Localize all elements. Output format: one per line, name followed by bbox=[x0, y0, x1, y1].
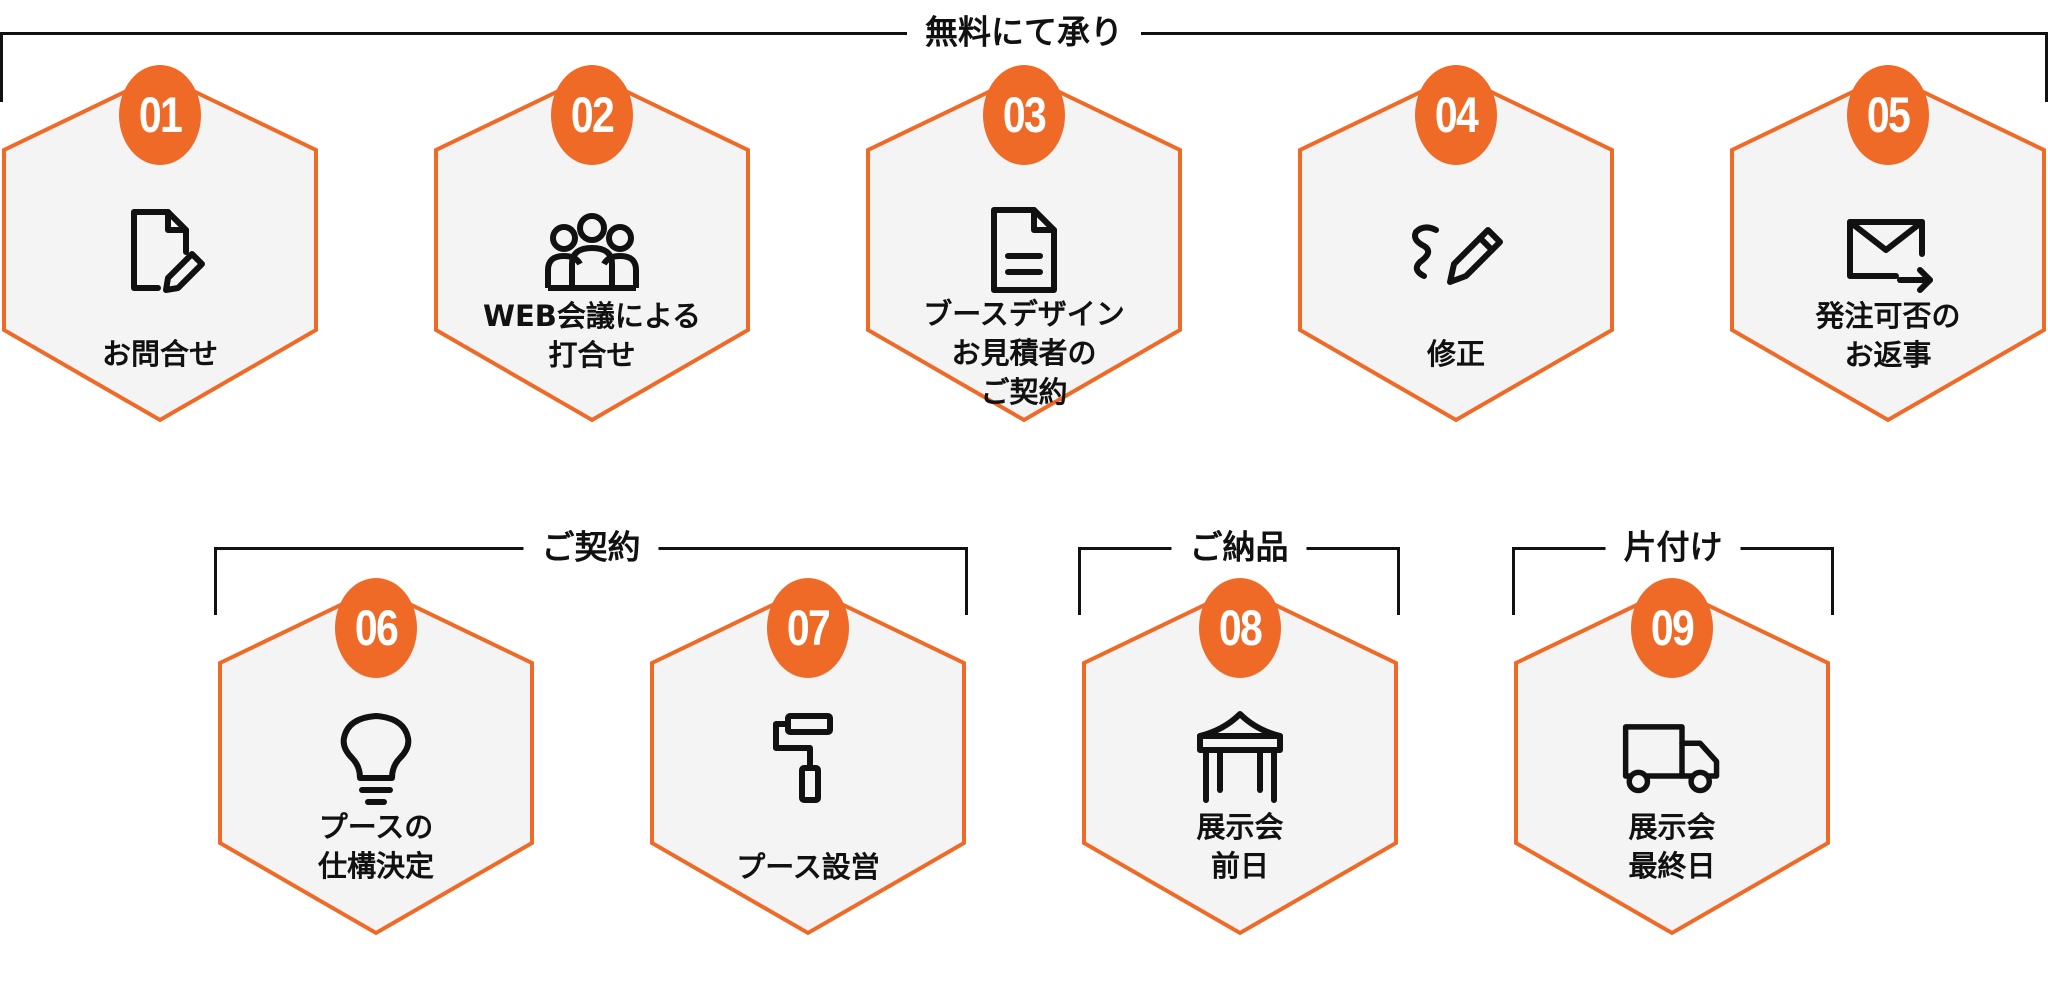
step-03: 03 ブースデザイン お見積者の ご契約 bbox=[864, 65, 1184, 425]
step-label: 修正 bbox=[1426, 337, 1485, 371]
truck-icon bbox=[1622, 706, 1722, 806]
step-label: 展示会 前日 bbox=[1196, 810, 1284, 883]
step-label: 発注可否の お返事 bbox=[1815, 299, 1961, 372]
lightbulb-icon bbox=[326, 708, 426, 808]
step-label: WEB会議による 打合せ bbox=[482, 299, 702, 372]
step-number: 02 bbox=[551, 65, 633, 165]
step-number: 08 bbox=[1199, 578, 1281, 678]
step-label: お問合せ bbox=[101, 337, 218, 371]
step-06: 06 プースの 仕構決定 bbox=[216, 578, 536, 938]
step-number: 05 bbox=[1847, 65, 1929, 165]
step-number: 04 bbox=[1415, 65, 1497, 165]
step-number: 09 bbox=[1631, 578, 1713, 678]
document-icon bbox=[974, 200, 1074, 300]
step-number: 07 bbox=[767, 578, 849, 678]
group-label-cleanup: 片付け bbox=[1605, 530, 1741, 564]
step-number: 03 bbox=[983, 65, 1065, 165]
step-number: 01 bbox=[119, 65, 201, 165]
group-label-contract: ご契約 bbox=[523, 530, 659, 564]
step-05: 05 発注可否の お返事 bbox=[1728, 65, 2048, 425]
step-02: 02 WEB会議による 打合せ bbox=[432, 65, 752, 425]
step-08: 08 展示会 前日 bbox=[1080, 578, 1400, 938]
step-09: 09 展示会 最終日 bbox=[1512, 578, 1832, 938]
step-label: プース設営 bbox=[736, 850, 880, 884]
step-number: 06 bbox=[335, 578, 417, 678]
step-label: 展示会 最終日 bbox=[1628, 810, 1716, 883]
document-edit-icon bbox=[110, 200, 210, 300]
group-label-delivery: ご納品 bbox=[1171, 530, 1307, 564]
step-label: プースの 仕構決定 bbox=[317, 810, 434, 883]
pen-icon bbox=[1406, 200, 1506, 300]
paint-roller-icon bbox=[758, 708, 858, 808]
mail-send-icon bbox=[1838, 200, 1938, 300]
tent-icon bbox=[1190, 706, 1290, 806]
group-label-free: 無料にて承り bbox=[907, 15, 1141, 49]
step-04: 04 修正 bbox=[1296, 65, 1616, 425]
meeting-group-icon bbox=[542, 200, 642, 300]
step-label: ブースデザイン お見積者の ご契約 bbox=[923, 297, 1125, 409]
step-01: 01 お問合せ bbox=[0, 65, 320, 425]
step-07: 07 プース設営 bbox=[648, 578, 968, 938]
